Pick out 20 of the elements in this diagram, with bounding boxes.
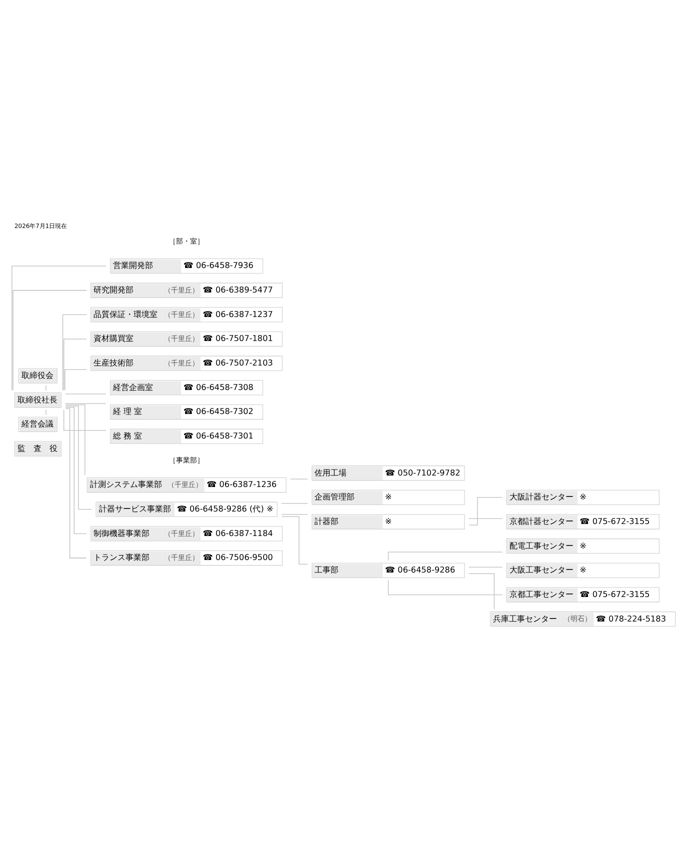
connector	[468, 518, 503, 519]
connector	[65, 404, 86, 476]
connector	[65, 403, 106, 404]
connector	[468, 566, 503, 568]
connector	[64, 369, 87, 391]
connector	[281, 503, 308, 504]
connector	[64, 338, 87, 391]
connector	[290, 478, 308, 480]
connector	[468, 497, 502, 526]
connector	[65, 408, 87, 558]
connector	[281, 514, 308, 515]
connector	[12, 266, 106, 391]
connector	[62, 314, 87, 391]
connector	[12, 290, 87, 391]
connector	[65, 406, 92, 510]
connector	[388, 580, 503, 596]
connector	[388, 552, 503, 561]
connector	[468, 573, 495, 610]
connector	[65, 407, 87, 534]
connector	[64, 410, 106, 431]
